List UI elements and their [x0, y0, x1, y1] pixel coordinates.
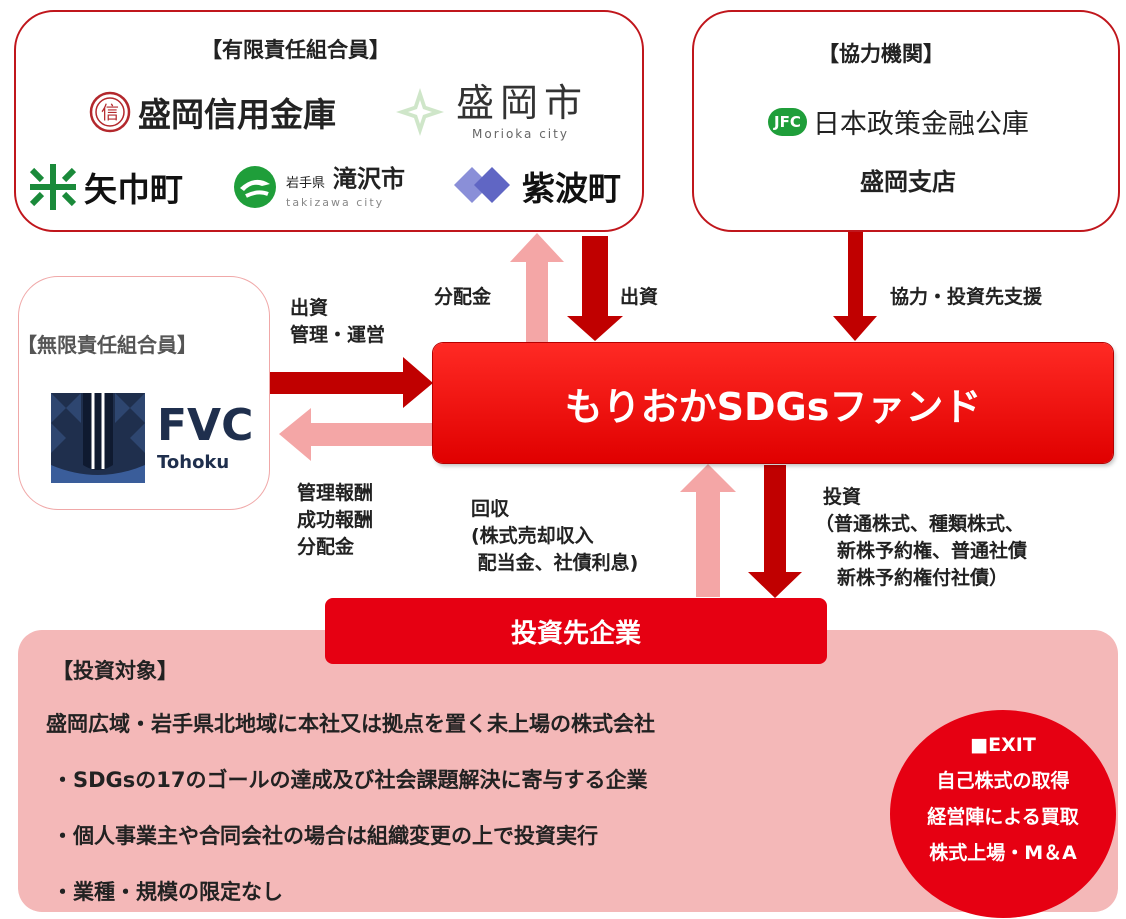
morioka-city-name: 盛岡市	[456, 81, 589, 125]
investment-target-line: ・SDGsの17のゴールの達成及び社会課題解決に寄与する企業	[52, 768, 648, 792]
investment-target-line: ・個人事業主や合同会社の場合は組織変更の上で投資実行	[52, 824, 598, 848]
jfc-mark-icon: JFC	[768, 107, 807, 136]
svg-text:信: 信	[101, 103, 119, 124]
arrow-fund-to-gp	[279, 408, 433, 461]
yahaba-emblem-icon	[29, 164, 77, 210]
logo-takizawa: 岩手県 滝沢市 takizawa city	[232, 164, 405, 210]
cooperating-box: 【協力機関】 JFC 日本政策金融公庫 盛岡支店	[692, 10, 1120, 232]
fvc-sub: Tohoku	[157, 452, 230, 473]
cooperating-heading: 【協力機関】	[818, 42, 944, 66]
shiwa-name: 紫波町	[522, 169, 621, 208]
label-fund-to-gp: 管理報酬成功報酬分配金	[297, 482, 374, 558]
investment-target-line: ・業種・規模の限定なし	[52, 880, 283, 904]
shinkin-name: 盛岡信用金庫	[138, 95, 336, 134]
fund-name: もりおかSDGsファンド	[564, 384, 982, 429]
fund-box: もりおかSDGsファンド	[433, 343, 1113, 463]
yahaba-name: 矢巾町	[84, 170, 183, 209]
jfc-name: 日本政策金融公庫	[812, 109, 1029, 140]
investment-target-heading: 【投資対象】	[52, 659, 178, 683]
investment-target-line: 盛岡広域・岩手県北地域に本社又は拠点を置く未上場の株式会社	[46, 712, 655, 736]
takizawa-prefix: 岩手県	[286, 175, 326, 191]
logo-yahaba: 矢巾町	[26, 160, 183, 214]
portfolio-company-box: 投資先企業	[325, 598, 827, 664]
portfolio-company-label: 投資先企業	[510, 618, 641, 649]
general-partner-box: 【無限責任組合員】 FVC Tohoku	[17, 276, 270, 510]
label-fund-to-company: 投資 （普通株式、種類株式、 新株予約権、普通社債 新株予約権付社債）	[815, 486, 1028, 589]
arrow-lp-to-fund	[567, 236, 623, 341]
label-company-to-fund: 回収(株式売却収入 配当金、社債利息)	[471, 498, 639, 574]
logo-morioka-shinkin: 信 盛岡信用金庫	[88, 88, 336, 136]
shiwa-emblem-icon	[454, 167, 510, 203]
fvc-main: FVC	[157, 400, 254, 451]
arrow-fund-to-company	[748, 465, 802, 598]
takizawa-sub: takizawa city	[286, 195, 385, 209]
exit-heading: ■EXIT	[970, 734, 1036, 756]
arrow-company-to-fund	[680, 464, 736, 597]
arrow-gp-to-fund	[270, 357, 433, 408]
takizawa-emblem-icon	[234, 166, 276, 208]
label-lp-to-fund: 出資	[620, 286, 659, 308]
fvc-emblem-icon	[51, 393, 145, 483]
logo-shiwa: 紫波町	[452, 162, 621, 210]
exit-line: 経営陣による買取	[927, 806, 1079, 828]
morioka-city-sub: Morioka city	[472, 127, 569, 141]
jfc-branch: 盛岡支店	[860, 168, 956, 196]
limited-partners-box: 【有限責任組合員】 信 盛岡信用金庫 盛岡市 Morioka city	[14, 10, 644, 232]
morioka-emblem-icon	[396, 88, 444, 136]
label-gp-to-fund: 出資管理・運営	[290, 297, 386, 346]
limited-partners-heading: 【有限責任組合員】	[201, 38, 390, 62]
logo-morioka-city: 盛岡市 Morioka city	[392, 84, 588, 140]
jfc-logo: JFC 日本政策金融公庫	[768, 102, 1029, 141]
label-fund-to-lp: 分配金	[434, 286, 492, 308]
label-coop-to-fund: 協力・投資先支援	[890, 286, 1043, 308]
exit-line: 株式上場・M＆A	[929, 842, 1077, 864]
shinkin-emblem-icon: 信	[89, 91, 131, 133]
fvc-logo: FVC Tohoku	[51, 393, 253, 483]
arrow-fund-to-lp	[510, 233, 564, 343]
arrow-coop-to-fund	[833, 232, 877, 341]
takizawa-name: 滝沢市	[333, 164, 406, 193]
general-partner-heading: 【無限責任組合員】	[17, 333, 197, 357]
exit-line: 自己株式の取得	[936, 770, 1070, 792]
exit-circle: ■EXIT 自己株式の取得 経営陣による買取 株式上場・M＆A	[890, 710, 1116, 918]
